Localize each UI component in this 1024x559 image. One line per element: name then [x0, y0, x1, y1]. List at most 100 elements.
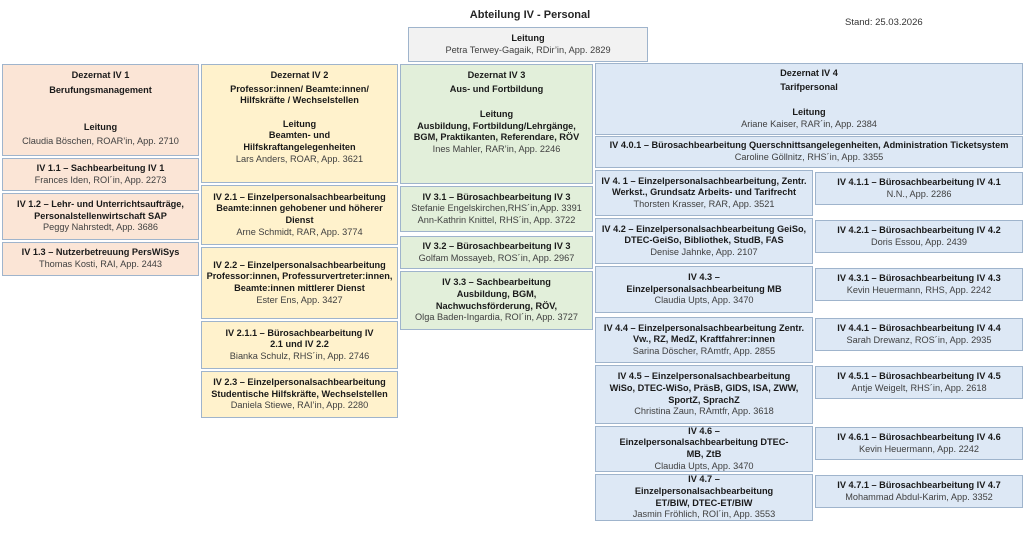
- unit-iv-2-1: IV 2.1 – Einzelpersonalsachbearbeitung B…: [201, 185, 398, 245]
- unit-title: IV 4.1.1 – Bürosachbearbeitung IV 4.1: [837, 176, 1001, 187]
- unit-title: IV 1.3 – Nutzerbetreuung PersWiSys: [21, 247, 180, 258]
- leitung-person: Ariane Kaiser, RAR´in, App. 2384: [741, 118, 877, 129]
- unit-iv-4-1-1: IV 4.1.1 – Bürosachbearbeitung IV 4.1 N.…: [815, 172, 1023, 205]
- unit-title: IV 3.1 – Bürosachbearbeitung IV 3: [422, 191, 571, 202]
- unit-title: IV 4.7 – Einzelpersonalsachbearbeitung E…: [634, 474, 774, 508]
- unit-person: Bianka Schulz, RHS´in, App. 2746: [229, 350, 370, 361]
- unit-person: Thorsten Krasser, RAR, App. 3521: [633, 198, 775, 209]
- unit-person: Caroline Göllnitz, RHS´in, App. 3355: [734, 152, 884, 162]
- unit-iv-4-4: IV 4.4 – Einzelpersonalsachbearbeitung Z…: [595, 317, 813, 363]
- leitung-person: Petra Terwey-Gagaik, RDir’in, App. 2829: [445, 44, 611, 55]
- unit-person: Claudia Upts, App. 3470: [654, 295, 754, 306]
- unit-iv-3-1: IV 3.1 – Bürosachbearbeitung IV 3 Stefan…: [400, 186, 593, 232]
- unit-person: Doris Essou, App. 2439: [870, 236, 967, 247]
- dezernat-title: Dezernat IV 4: [780, 68, 838, 78]
- unit-iv-1-2: IV 1.2 – Lehr- und Unterrichtsaufträge, …: [2, 193, 199, 240]
- unit-iv-3-3: IV 3.3 – Sachbearbeitung Ausbildung, BGM…: [400, 271, 593, 330]
- unit-iv-4-7: IV 4.7 – Einzelpersonalsachbearbeitung E…: [595, 474, 813, 521]
- unit-title: IV 4.3.1 – Bürosachbearbeitung IV 4.3: [837, 272, 1001, 283]
- unit-person: Claudia Upts, App. 3470: [654, 460, 754, 471]
- unit-iv-4-2: IV 4.2 – Einzelpersonalsachbearbeitung G…: [595, 218, 813, 264]
- unit-title: IV 4. 1 – Einzelpersonalsachbearbeitung,…: [601, 175, 807, 198]
- abteilung-leitung-box: Leitung Petra Terwey-Gagaik, RDir’in, Ap…: [408, 27, 648, 62]
- unit-title: IV 1.1 – Sachbearbeitung IV 1: [36, 162, 165, 173]
- unit-title: IV 4.0.1 – Bürosachbearbeitung Querschni…: [609, 140, 1009, 151]
- unit-person: Christina Zaun, RAmtfr, App. 3618: [634, 406, 774, 417]
- unit-iv-4-6-1: IV 4.6.1 – Bürosachbearbeitung IV 4.6 Ke…: [815, 427, 1023, 460]
- unit-person: Olga Baden-Ingardia, ROI´in, App. 3727: [415, 312, 578, 323]
- leitung-person: Ines Mahler, RAR’in, App. 2246: [432, 143, 561, 154]
- unit-iv-2-1-1: IV 2.1.1 – Bürosachbearbeitung IV 2.1 un…: [201, 321, 398, 369]
- unit-iv-4-5: IV 4.5 – Einzelpersonalsachbearbeitung W…: [595, 365, 813, 424]
- dezernat-subtitle: Professor:innen/ Beamte:innen/ Hilfskräf…: [230, 83, 369, 106]
- unit-iv-2-3: IV 2.3 – Einzelpersonalsachbearbeitung S…: [201, 371, 398, 418]
- unit-title: IV 3.2 – Bürosachbearbeitung IV 3: [422, 240, 571, 251]
- unit-title: IV 4.5 – Einzelpersonalsachbearbeitung W…: [609, 371, 799, 405]
- unit-title: IV 2.2 – Einzelpersonalsachbearbeitung P…: [206, 259, 393, 293]
- unit-person-2: Ann-Kathrin Knittel, RHS´in, App. 3722: [417, 214, 576, 225]
- unit-iv-4-0-1: IV 4.0.1 – Bürosachbearbeitung Querschni…: [595, 136, 1023, 168]
- unit-person: Antje Weigelt, RHS´in, App. 2618: [851, 382, 987, 393]
- unit-iv-4-3: IV 4.3 – Einzelpersonalsachbearbeitung M…: [595, 266, 813, 313]
- unit-person: Frances Iden, ROI´in, App. 2273: [34, 174, 167, 185]
- unit-iv-3-2: IV 3.2 – Bürosachbearbeitung IV 3 Golfam…: [400, 236, 593, 269]
- unit-title: IV 2.3 – Einzelpersonalsachbearbeitung S…: [211, 377, 388, 399]
- leitung-label: Leitung: [83, 122, 118, 133]
- unit-person: Mohammad Abdul-Karim, App. 3352: [845, 491, 993, 502]
- unit-title: IV 4.6.1 – Bürosachbearbeitung IV 4.6: [837, 431, 1001, 442]
- unit-person: Ester Ens, App. 3427: [256, 294, 343, 305]
- unit-title: IV 3.3 – Sachbearbeitung Ausbildung, BGM…: [435, 277, 558, 311]
- unit-title: IV 4.3 – Einzelpersonalsachbearbeitung M…: [626, 272, 782, 294]
- unit-title: IV 4.2 – Einzelpersonalsachbearbeitung G…: [601, 223, 807, 246]
- unit-iv-4-1: IV 4. 1 – Einzelpersonalsachbearbeitung,…: [595, 170, 813, 216]
- unit-iv-4-2-1: IV 4.2.1 – Bürosachbearbeitung IV 4.2 Do…: [815, 220, 1023, 253]
- unit-person: Kevin Heuermann, App. 2242: [858, 443, 980, 454]
- unit-person: Sarina Döscher, RAmtfr, App. 2855: [632, 345, 776, 356]
- unit-iv-4-5-1: IV 4.5.1 – Bürosachbearbeitung IV 4.5 An…: [815, 366, 1023, 399]
- dezernat-subtitle: Tarifpersonal: [780, 81, 838, 92]
- unit-iv-1-3: IV 1.3 – Nutzerbetreuung PersWiSys Thoma…: [2, 242, 199, 276]
- unit-title: IV 4.4.1 – Bürosachbearbeitung IV 4.4: [837, 322, 1001, 333]
- unit-title: IV 4.7.1 – Bürosachbearbeitung IV 4.7: [837, 479, 1001, 490]
- unit-person: Daniela Stiewe, RAI’in, App. 2280: [230, 400, 369, 411]
- unit-iv-4-7-1: IV 4.7.1 – Bürosachbearbeitung IV 4.7 Mo…: [815, 475, 1023, 508]
- unit-person: Sarah Drewanz, ROS´in, App. 2935: [846, 334, 992, 345]
- unit-person: Arne Schmidt, RAR, App. 3774: [236, 226, 363, 237]
- unit-iv-4-4-1: IV 4.4.1 – Bürosachbearbeitung IV 4.4 Sa…: [815, 318, 1023, 351]
- unit-person: Jasmin Fröhlich, ROI´in, App. 3553: [632, 509, 776, 520]
- unit-title: IV 4.6 – Einzelpersonalsachbearbeitung D…: [619, 425, 789, 459]
- leitung-label: Leitung: [792, 107, 826, 118]
- dezernat-title: Dezernat IV 1: [71, 70, 130, 80]
- leitung-desc: Ausbildung, Fortbildung/Lehrgänge, BGM, …: [413, 120, 580, 143]
- unit-person: Denise Jahnke, App. 2107: [650, 246, 758, 257]
- unit-iv-4-3-1: IV 4.3.1 – Bürosachbearbeitung IV 4.3 Ke…: [815, 268, 1023, 301]
- dezernat-iv4-box: Dezernat IV 4 Tarifpersonal Leitung Aria…: [595, 63, 1023, 135]
- unit-person: Stefanie Engelskirchen,RHS´in,App. 3391: [411, 203, 582, 214]
- dezernat-title: Dezernat IV 2: [270, 70, 329, 80]
- leitung-label: Leitung: [282, 118, 317, 129]
- dezernat-iv1-box: Dezernat IV 1 Berufungsmanagement Leitun…: [2, 64, 199, 156]
- unit-title: IV 2.1.1 – Bürosachbearbeitung IV 2.1 un…: [225, 327, 374, 350]
- unit-person: N.N., App. 2286: [886, 188, 952, 199]
- unit-title: IV 4.4 – Einzelpersonalsachbearbeitung Z…: [603, 322, 805, 345]
- unit-person: Thomas Kosti, RAI, App. 2443: [38, 259, 163, 269]
- unit-person: Kevin Heuermann, RHS, App. 2242: [846, 284, 992, 295]
- unit-iv-1-1: IV 1.1 – Sachbearbeitung IV 1 Frances Id…: [2, 158, 199, 191]
- leitung-person: Lars Anders, ROAR, App. 3621: [235, 153, 364, 164]
- unit-title: IV 1.2 – Lehr- und Unterrichtsaufträge, …: [17, 199, 184, 221]
- dezernat-iv3-box: Dezernat IV 3 Aus- und Fortbildung Leitu…: [400, 64, 593, 184]
- stand-date: Stand: 25.03.2026: [845, 17, 923, 28]
- dezernat-title: Dezernat IV 3: [467, 70, 526, 80]
- leitung-person: Claudia Böschen, ROAR’in, App. 2710: [22, 135, 179, 146]
- leitung-label: Leitung: [479, 109, 514, 120]
- dezernat-iv2-box: Dezernat IV 2 Professor:innen/ Beamte:in…: [201, 64, 398, 183]
- dezernat-subtitle: Aus- und Fortbildung: [449, 83, 544, 94]
- leitung-label: Leitung: [511, 32, 545, 43]
- unit-person: Peggy Nahrstedt, App. 3686: [43, 222, 158, 233]
- unit-title: IV 4.2.1 – Bürosachbearbeitung IV 4.2: [837, 224, 1001, 235]
- unit-person: Golfam Mossayeb, ROS´in, App. 2967: [418, 252, 575, 263]
- dezernat-subtitle: Berufungsmanagement: [49, 84, 152, 95]
- page-title: Abteilung IV - Personal: [469, 9, 591, 21]
- unit-iv-2-2: IV 2.2 – Einzelpersonalsachbearbeitung P…: [201, 247, 398, 319]
- unit-iv-4-6: IV 4.6 – Einzelpersonalsachbearbeitung D…: [595, 426, 813, 472]
